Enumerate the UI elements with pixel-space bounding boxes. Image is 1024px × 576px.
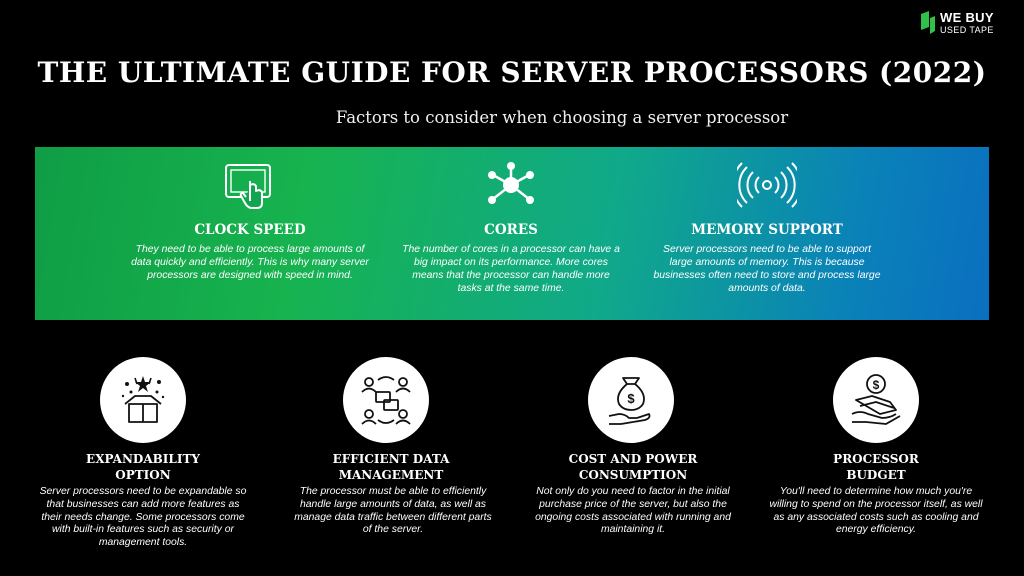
card-heading-data-management: EFFICIENT DATA MANAGEMENT [308,451,474,483]
card-heading-line2: MANAGEMENT [338,468,444,482]
card-heading-line2: CONSUMPTION [578,468,688,482]
icon-circle-data-management [343,357,429,443]
card-heading-line1: PROCESSOR [833,452,919,466]
team-chat-icon [361,376,411,425]
card-text-budget: You'll need to determine how much you're… [769,486,983,536]
tablet-touch-icon [225,164,271,209]
card-heading-line1: EFFICIENT DATA [332,452,450,466]
band-item-clock-speed: CLOCK SPEED They need to be able to proc… [130,147,370,320]
card-heading-line1: COST AND POWER [568,452,698,466]
money-hand-icon: $ [608,377,651,425]
logo-line1: WE BUY [940,10,994,25]
card-heading-cost-power: COST AND POWER CONSUMPTION [550,451,716,483]
band-heading-memory-support: MEMORY SUPPORT [691,222,843,238]
card-heading-line1: EXPANDABILITY [86,452,200,466]
page-title: THE ULTIMATE GUIDE FOR SERVER PROCESSORS… [37,56,987,89]
band-heading-cores: CORES [484,222,538,238]
brand-logo: WE BUY USED TAPE [918,8,1014,38]
band-text-memory-support: Server processors need to be able to sup… [653,244,881,294]
band-text-clock-speed: They need to be able to process large am… [131,244,369,281]
page-subtitle: Factors to consider when choosing a serv… [335,108,789,127]
band-heading-clock-speed: CLOCK SPEED [194,222,306,238]
money-budget-icon: $ [851,374,901,425]
icon-circle-cost-power: $ [588,357,674,443]
logo-text: WE BUY USED TAPE [940,11,994,35]
card-text-expandability: Server processors need to be expandable … [39,486,247,549]
gift-box-icon [121,376,165,423]
band-item-cores: CORES The number of cores in a processor… [401,147,621,320]
network-hub-icon [488,162,534,204]
logo-line2: USED TAPE [940,25,994,35]
svg-text:$: $ [627,391,635,406]
card-text-data-management: The processor must be able to efficientl… [294,486,492,536]
icon-circle-expandability [100,357,186,443]
feature-band: CLOCK SPEED They need to be able to proc… [35,147,989,320]
card-heading-budget: PROCESSOR BUDGET [793,451,959,483]
card-text-cost-power: Not only do you need to factor in the in… [535,486,731,536]
band-text-cores: The number of cores in a processor can h… [402,244,620,294]
card-heading-line2: BUDGET [846,468,906,482]
card-heading-expandability: EXPANDABILITY OPTION [60,451,226,483]
band-item-memory-support: MEMORY SUPPORT Server processors need to… [652,147,882,320]
icon-circle-budget: $ [833,357,919,443]
signal-waves-icon [737,162,797,208]
svg-text:$: $ [873,378,880,392]
card-heading-line2: OPTION [115,468,171,482]
logo-leaf-icon [921,11,935,34]
